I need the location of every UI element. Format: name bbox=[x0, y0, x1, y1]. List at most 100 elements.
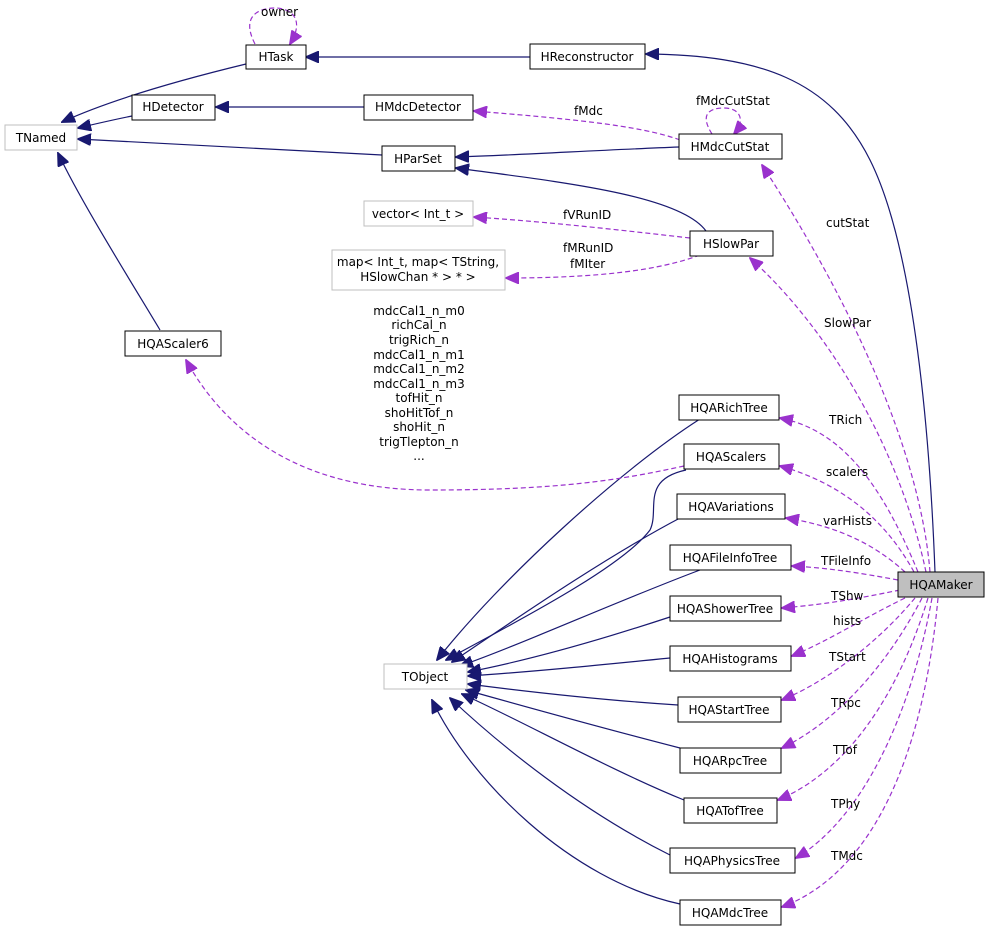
class-node-hqascaler6[interactable]: HQAScaler6 bbox=[124, 330, 222, 357]
edge-fmrunid bbox=[506, 254, 701, 278]
class-node-hqavariations[interactable]: HQAVariations bbox=[676, 493, 786, 520]
class-node-hqamaker[interactable]: HQAMaker bbox=[897, 571, 985, 598]
label-trpc: TRpc bbox=[830, 696, 861, 710]
class-node-hmdccutstat[interactable]: HMdcCutStat bbox=[678, 133, 783, 160]
edge-slowpar bbox=[750, 258, 927, 573]
edge-fmdccutstat-self bbox=[705, 107, 740, 134]
svg-text:HReconstructor: HReconstructor bbox=[541, 50, 634, 64]
edge-hqavariations-tobject bbox=[452, 517, 681, 662]
label-tphy: TPhy bbox=[830, 797, 860, 811]
svg-text:HMdcCutStat: HMdcCutStat bbox=[691, 140, 770, 154]
scaler-label: richCal_n bbox=[391, 318, 446, 332]
edge-cutstat bbox=[762, 165, 931, 573]
scaler-label: shoHit_n bbox=[393, 420, 445, 434]
svg-text:HQARichTree: HQARichTree bbox=[690, 401, 768, 415]
class-node-hmdcdetector[interactable]: HMdcDetector bbox=[363, 94, 474, 121]
svg-text:HQAHistograms: HQAHistograms bbox=[682, 652, 777, 666]
class-node-vector-int[interactable]: vector< Int_t > bbox=[363, 200, 474, 227]
edge-hqastarttree-tobject bbox=[468, 684, 679, 706]
class-node-hdetector[interactable]: HDetector bbox=[131, 94, 216, 121]
edge-scalers bbox=[780, 466, 915, 573]
usage-edges bbox=[186, 7, 939, 907]
edge-hists bbox=[792, 597, 906, 656]
edge-trpc bbox=[782, 597, 923, 748]
class-node-htask[interactable]: HTask bbox=[245, 44, 307, 70]
edge-htask-tnamed bbox=[62, 63, 247, 122]
scaler-label: mdcCal1_n_m3 bbox=[373, 377, 465, 391]
svg-text:vector< Int_t >: vector< Int_t > bbox=[372, 207, 464, 221]
svg-text:HMdcDetector: HMdcDetector bbox=[375, 100, 461, 114]
label-fmdccutstat: fMdcCutStat bbox=[696, 94, 770, 108]
class-node-hqahistograms[interactable]: HQAHistograms bbox=[669, 645, 792, 672]
edge-hqaphysicstree-tobject bbox=[450, 698, 671, 856]
label-hists: hists bbox=[833, 614, 861, 628]
class-node-hslowpar[interactable]: HSlowPar bbox=[689, 230, 774, 257]
edge-hqahistograms-tobject bbox=[468, 657, 671, 676]
class-node-hqaphysicstree[interactable]: HQAPhysicsTree bbox=[669, 847, 796, 874]
svg-text:map< Int_t, map< TString,: map< Int_t, map< TString, bbox=[337, 255, 499, 269]
label-fmdc: fMdc bbox=[574, 104, 603, 118]
edge-tshw bbox=[782, 589, 901, 608]
label-cutstat: cutStat bbox=[826, 216, 870, 230]
label-tshw: TShw bbox=[830, 589, 864, 603]
label-tmdc: TMdc bbox=[830, 849, 863, 863]
svg-text:HSlowChan * > * >: HSlowChan * > * > bbox=[360, 270, 475, 284]
edge-tmdc bbox=[782, 597, 939, 907]
scaler-label: mdcCal1_n_m0 bbox=[373, 304, 465, 318]
svg-text:HQAMaker: HQAMaker bbox=[909, 578, 972, 592]
edge-fmdc bbox=[474, 111, 681, 141]
edge-owner bbox=[249, 7, 297, 44]
edge-tstart bbox=[782, 597, 916, 700]
inheritance-edges bbox=[58, 54, 936, 905]
svg-text:HQAFileInfoTree: HQAFileInfoTree bbox=[683, 551, 777, 565]
scaler-labels: mdcCal1_n_m0 richCal_n trigRich_n mdcCal… bbox=[373, 304, 465, 463]
edge-labels: owner fMdcCutStat fMdc fVRunID fMRunID f… bbox=[261, 5, 872, 863]
class-node-hqamdctree[interactable]: HQAMdcTree bbox=[679, 899, 782, 926]
edge-hslowpar-hparset bbox=[456, 168, 707, 232]
edge-hparset-tnamed bbox=[78, 139, 383, 156]
edge-hqascaler6-tnamed bbox=[58, 153, 161, 331]
label-tfileinfo: TFileInfo bbox=[820, 554, 871, 568]
svg-text:HQAScaler6: HQAScaler6 bbox=[137, 337, 209, 351]
svg-text:HQAMdcTree: HQAMdcTree bbox=[692, 906, 768, 920]
edge-hqatoftree-tobject bbox=[462, 694, 685, 801]
scaler-label: trigRich_n bbox=[389, 333, 449, 347]
class-node-hqascalers[interactable]: HQAScalers bbox=[683, 443, 780, 470]
svg-text:HQARpcTree: HQARpcTree bbox=[693, 754, 767, 768]
svg-text:HParSet: HParSet bbox=[394, 152, 442, 166]
scaler-label: ... bbox=[413, 449, 424, 463]
label-tstart: TStart bbox=[828, 650, 866, 664]
svg-text:HQAStartTree: HQAStartTree bbox=[689, 703, 770, 717]
label-ttof: TTof bbox=[832, 743, 858, 757]
class-node-hqatoftree[interactable]: HQATofTree bbox=[683, 797, 778, 824]
edge-hqarichtree-tobject bbox=[437, 418, 701, 660]
edge-hqamaker-hreconstructor bbox=[646, 54, 936, 573]
edge-hdetector-tnamed bbox=[78, 115, 133, 128]
scaler-label: tofHit_n bbox=[396, 391, 443, 405]
class-node-hparset[interactable]: HParSet bbox=[381, 145, 456, 172]
nodes: HTask HReconstructor HDetector HMdcDetec… bbox=[4, 43, 985, 926]
scaler-label: mdcCal1_n_m1 bbox=[373, 348, 465, 362]
class-node-hreconstructor[interactable]: HReconstructor bbox=[529, 43, 646, 70]
class-node-tnamed[interactable]: TNamed bbox=[4, 124, 78, 151]
class-node-hqastarttree[interactable]: HQAStartTree bbox=[677, 696, 782, 723]
edge-tfileinfo bbox=[792, 566, 899, 581]
label-fmrunid: fMRunID bbox=[563, 241, 613, 255]
class-node-hqarpctree[interactable]: HQARpcTree bbox=[679, 747, 782, 774]
scaler-label: mdcCal1_n_m2 bbox=[373, 362, 465, 376]
edge-varhists bbox=[786, 518, 906, 573]
edge-hqashowertree-tobject bbox=[468, 616, 671, 672]
label-trich: TRich bbox=[828, 413, 862, 427]
edge-scalers-scaler6 bbox=[186, 360, 685, 491]
label-fvrunid: fVRunID bbox=[563, 208, 611, 222]
class-node-hqashowertree[interactable]: HQAShowerTree bbox=[669, 595, 782, 622]
edge-tphy bbox=[796, 597, 933, 858]
class-node-hqafileinfotree[interactable]: HQAFileInfoTree bbox=[669, 544, 792, 571]
label-owner: owner bbox=[261, 5, 298, 19]
class-node-tobject[interactable]: TObject bbox=[383, 663, 468, 690]
class-node-map-slowchan[interactable]: map< Int_t, map< TString, HSlowChan * > … bbox=[331, 249, 506, 291]
svg-text:HDetector: HDetector bbox=[142, 100, 203, 114]
class-node-hqarichtree[interactable]: HQARichTree bbox=[678, 394, 780, 421]
edge-hmdccutstat-hparset bbox=[456, 146, 680, 157]
